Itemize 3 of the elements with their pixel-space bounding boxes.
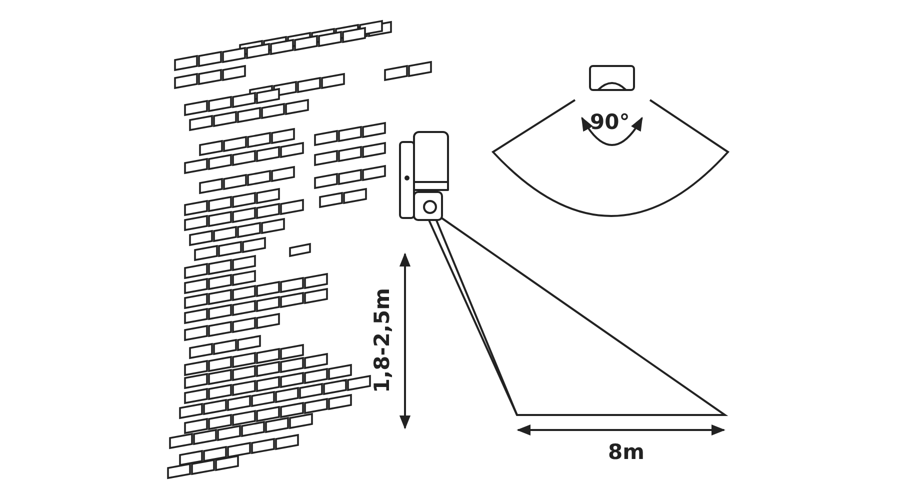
angle-label: 90° xyxy=(590,112,630,133)
distance-label: 8m xyxy=(608,442,644,463)
height-dimension-label: 1,8-2,5m xyxy=(372,288,393,393)
